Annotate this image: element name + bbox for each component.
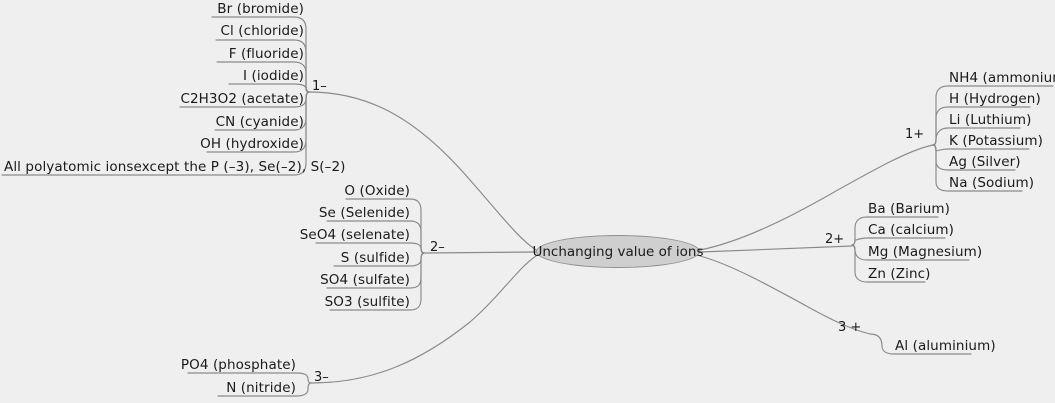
leaf-minus-1-item-5[interactable]: CN (cyanide)	[215, 114, 304, 130]
leaf-plus-1-item-1[interactable]: H (Hydrogen)	[949, 91, 1041, 107]
leaf-minus-1-item-7[interactable]: All polyatomic ionsexcept the P (–3), Se…	[4, 159, 346, 175]
branch-label-plus-2[interactable]: 2+	[825, 232, 845, 247]
leaf-plus-2-item-2[interactable]: Mg (Magnesium)	[868, 244, 983, 260]
leaf-plus-2-item-3[interactable]: Zn (Zinc)	[868, 266, 931, 282]
center-node-label: Unchanging value of ions	[532, 243, 704, 260]
leaf-minus-3-item-1[interactable]: N (nitride)	[226, 380, 296, 396]
leaf-plus-1-item-0[interactable]: NH4 (ammonium)	[949, 70, 1055, 86]
branch-label-plus-1[interactable]: 1+	[905, 127, 925, 142]
leaf-plus-1-item-3[interactable]: K (Potassium)	[949, 133, 1043, 149]
leaf-plus-1-item-5[interactable]: Na (Sodium)	[949, 175, 1035, 191]
leaf-minus-2-item-1[interactable]: Se (Selenide)	[318, 205, 410, 221]
leaf-minus-2-item-2[interactable]: SeO4 (selenate)	[299, 227, 410, 243]
leaf-minus-1-item-3[interactable]: I (iodide)	[242, 68, 304, 84]
leaf-minus-1-item-2[interactable]: F (fluoride)	[228, 46, 304, 62]
leaf-plus-1-item-2[interactable]: Li (Luthium)	[949, 112, 1032, 128]
leaf-minus-2-item-5[interactable]: SO3 (sulfite)	[324, 294, 410, 310]
leaf-minus-3-item-0[interactable]: PO4 (phosphate)	[180, 357, 296, 373]
leaf-minus-2-item-4[interactable]: SO4 (sulfate)	[320, 272, 410, 288]
branch-label-minus-1[interactable]: 1–	[312, 79, 327, 94]
leaf-plus-2-item-0[interactable]: Ba (Barium)	[868, 201, 951, 217]
center-node[interactable]: Unchanging value of ions	[532, 235, 704, 268]
leaf-plus-2-item-1[interactable]: Ca (calcium)	[868, 222, 955, 238]
leaf-minus-2-item-0[interactable]: O (Oxide)	[344, 183, 410, 199]
leaf-minus-1-item-6[interactable]: OH (hydroxide)	[200, 136, 304, 152]
leaf-plus-3-item-0[interactable]: Al (aluminium)	[895, 338, 996, 354]
leaf-minus-1-item-0[interactable]: Br (bromide)	[217, 1, 304, 17]
leaf-minus-1-item-1[interactable]: Cl (chloride)	[220, 23, 304, 39]
branch-label-minus-2[interactable]: 2–	[430, 240, 445, 255]
leaf-minus-1-item-4[interactable]: C2H3O2 (acetate)	[180, 91, 304, 107]
branch-label-minus-3[interactable]: 3–	[314, 370, 329, 385]
leaf-minus-2-item-3[interactable]: S (sulfide)	[340, 250, 410, 266]
leaf-plus-1-item-4[interactable]: Ag (Silver)	[949, 154, 1021, 170]
branch-label-plus-3[interactable]: 3 +	[838, 320, 862, 335]
